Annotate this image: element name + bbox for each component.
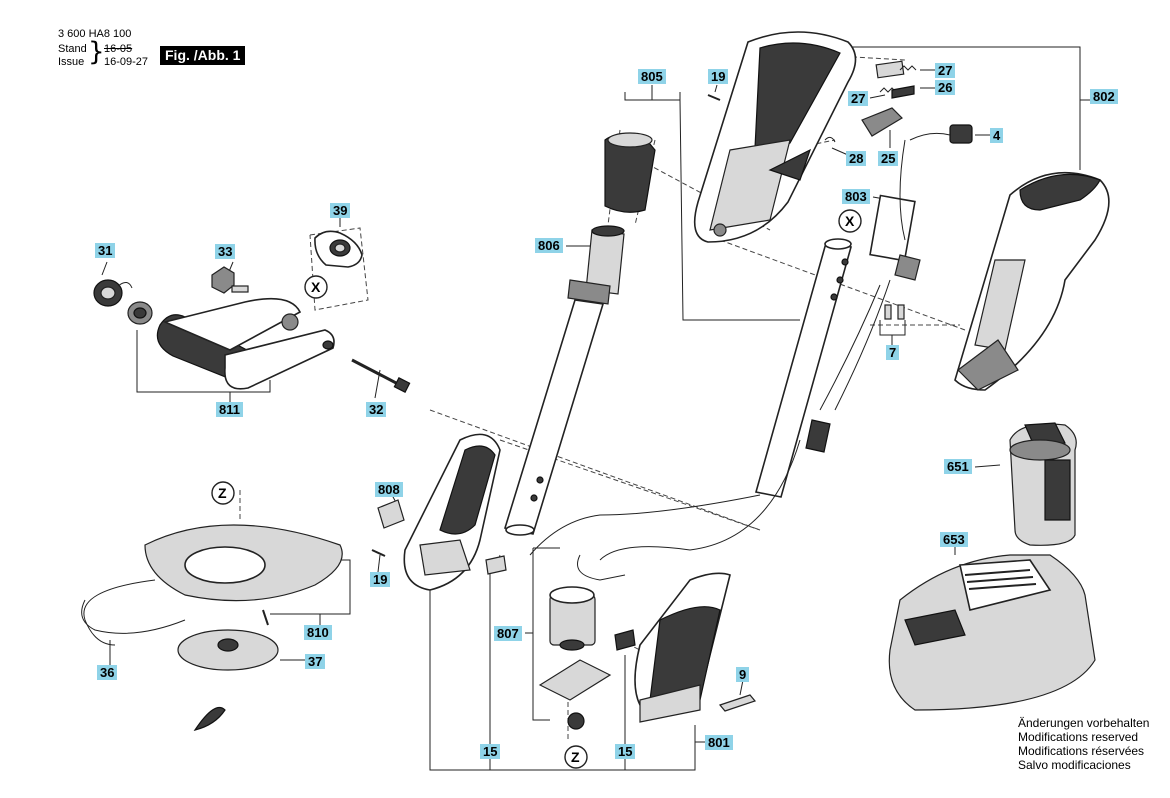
callout-25: 25: [878, 151, 899, 166]
stand-date: 16-05: [104, 43, 133, 55]
board-803: [869, 194, 916, 262]
callout-802: 802: [1090, 89, 1118, 104]
callout-32: 32: [366, 402, 387, 417]
callout-15-left: 15: [480, 744, 501, 759]
battery-651: [1009, 422, 1077, 546]
callout-805: 805: [638, 69, 666, 84]
telescopic-tube: [503, 132, 656, 536]
note-de: Änderungen vorbehalten: [1018, 716, 1150, 730]
modifications-note: Änderungen vorbehalten Modifications res…: [1018, 716, 1149, 772]
part-26: [891, 85, 915, 99]
assembly-dashed-lines: [239, 54, 966, 740]
callout-33: 33: [215, 244, 236, 259]
wiring-harness: [819, 139, 921, 411]
housing-801: [634, 572, 757, 723]
callout-653: 653: [940, 532, 968, 547]
housing-802: [693, 31, 857, 243]
charger-653: [888, 554, 1096, 711]
callout-651: 651: [944, 459, 972, 474]
marker-z-bottom-text: Z: [571, 749, 580, 765]
callout-811: 811: [216, 402, 243, 417]
motor-807: [538, 554, 636, 730]
marker-x-right: [838, 209, 862, 233]
callout-28: 28: [846, 151, 867, 166]
note-en: Modifications reserved: [1018, 730, 1139, 744]
callout-4: 4: [990, 128, 1004, 143]
lower-tube: [503, 299, 605, 535]
callout-801: 801: [705, 735, 733, 750]
note-es: Salvo modificaciones: [1018, 758, 1131, 772]
callout-810: 810: [304, 625, 332, 640]
callout-19-left: 19: [370, 572, 391, 587]
marker-x-right-text: X: [845, 213, 855, 229]
callout-15-right: 15: [615, 744, 636, 759]
callout-806: 806: [535, 238, 563, 253]
callout-7: 7: [886, 345, 900, 360]
guard-assembly: [81, 524, 343, 731]
part-number: 3 600 HA8 100: [58, 28, 132, 40]
cover-802: [954, 171, 1110, 391]
stand-label: Stand: [58, 43, 87, 55]
callout-19-top: 19: [708, 69, 729, 84]
marker-x-left: [304, 275, 328, 299]
marker-z-top-text: Z: [218, 485, 227, 501]
callout-27-mid: 27: [848, 91, 869, 106]
bolt-32: [351, 358, 401, 387]
switch-4: [949, 124, 973, 144]
reference-markers: X X Z Z: [211, 209, 862, 769]
knob-33: [211, 266, 235, 294]
motor-housing-left: [371, 433, 507, 591]
handle-assembly: [93, 230, 411, 393]
marker-z-bottom: [564, 745, 588, 769]
leader-lines: [101, 46, 1090, 771]
marker-z-top: [211, 481, 235, 505]
switch-parts: [824, 60, 973, 144]
callout-39: 39: [330, 203, 351, 218]
figure-label: Fig. /Abb. 1: [160, 46, 246, 65]
callout-808: 808: [375, 482, 403, 497]
callout-9: 9: [736, 667, 750, 682]
callout-27-top: 27: [935, 63, 956, 78]
button-27: [875, 60, 905, 79]
callout-26: 26: [935, 80, 956, 95]
callout-36: 36: [97, 665, 118, 680]
note-fr: Modifications réservées: [1018, 744, 1145, 758]
callout-803: 803: [842, 189, 870, 204]
issue-label: Issue: [58, 56, 85, 68]
callout-807: 807: [494, 626, 522, 641]
brace-glyph: }: [88, 37, 105, 67]
shaft-tube: [529, 238, 853, 561]
callout-31: 31: [95, 243, 116, 258]
trigger-25: [861, 107, 903, 137]
marker-x-left-text: X: [311, 279, 321, 295]
issue-date: 16-09-27: [104, 56, 149, 68]
callout-37: 37: [305, 654, 326, 669]
